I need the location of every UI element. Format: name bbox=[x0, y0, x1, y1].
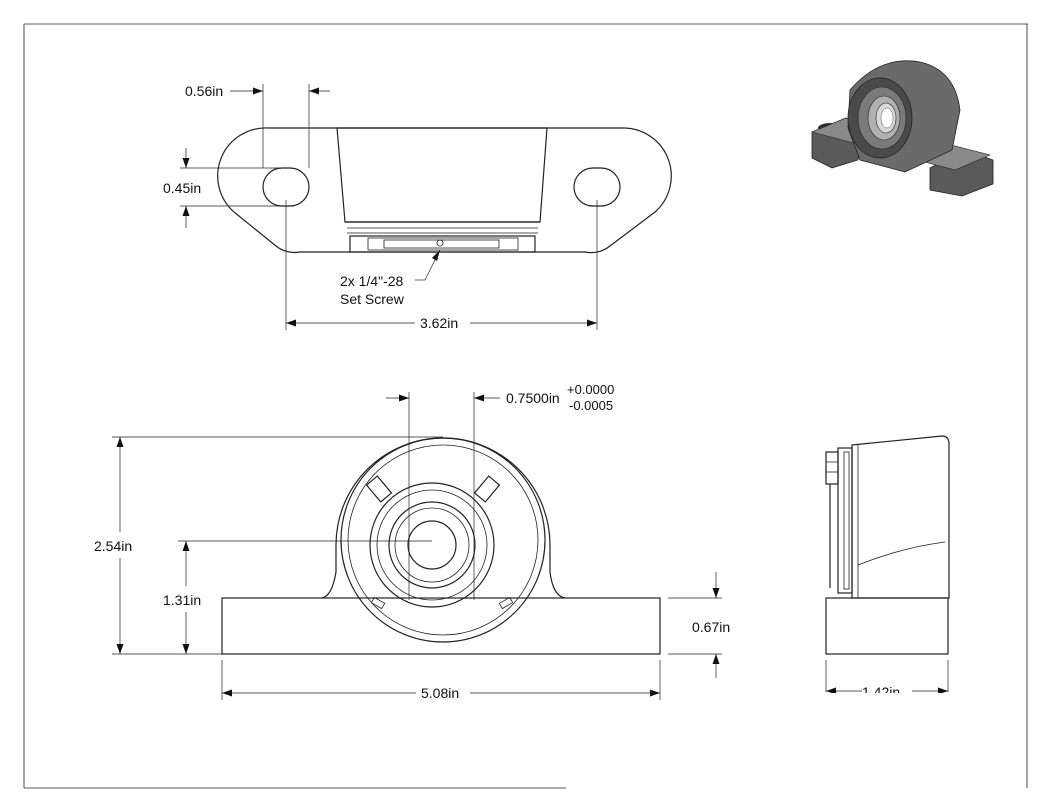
set-screw-label: Set Screw bbox=[340, 291, 405, 307]
dim-hole-spacing: 3.62in bbox=[420, 315, 458, 331]
sheet-border bbox=[23, 23, 1028, 789]
bore-tolerance-minus: -0.0005 bbox=[569, 398, 613, 413]
isometric-view bbox=[811, 60, 994, 197]
dim-base-height: 0.67in bbox=[692, 619, 730, 635]
set-screw-size: 2x 1/4"-28 bbox=[340, 273, 404, 289]
dim-overall-length: 5.08in bbox=[421, 685, 459, 701]
dim-bore: 0.7500in bbox=[506, 390, 560, 406]
side-view: 1.42in bbox=[820, 435, 970, 705]
dim-center-height: 1.31in bbox=[163, 592, 201, 608]
dim-hole-height: 0.45in bbox=[163, 180, 201, 196]
dim-hole-width: 0.56in bbox=[185, 83, 223, 99]
top-view: 0.56in 0.45in 2x 1/4"-28 Set Screw 3.62i… bbox=[163, 83, 672, 331]
front-view: 0.7500in +0.0000 -0.0005 2.54in 1.31in 0… bbox=[94, 382, 730, 701]
dim-overall-height: 2.54in bbox=[94, 538, 132, 554]
bore-tolerance-plus: +0.0000 bbox=[567, 382, 614, 397]
